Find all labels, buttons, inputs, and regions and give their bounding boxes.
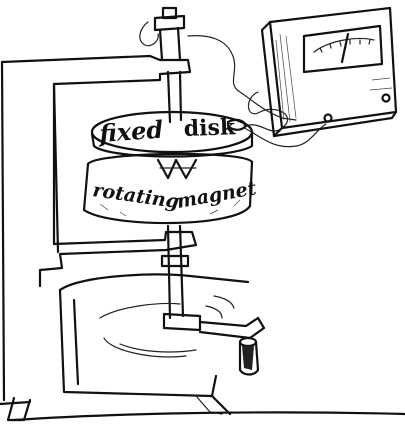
crank-handle-icon bbox=[164, 314, 264, 375]
rotating-magnet: rotating magnet bbox=[84, 154, 258, 223]
meter-icon bbox=[262, 8, 396, 136]
magnet-label: magnet bbox=[175, 177, 258, 213]
top-screw bbox=[140, 8, 184, 60]
rotation-lines bbox=[100, 296, 234, 357]
disk-label: disk bbox=[183, 114, 236, 142]
base-housing bbox=[14, 275, 405, 420]
rotating-label: rotating bbox=[91, 179, 180, 213]
fixed-label: fixed bbox=[96, 115, 164, 149]
upper-shaft bbox=[168, 72, 181, 122]
stand-frame bbox=[0, 56, 196, 420]
fixed-disk: fixed disk bbox=[92, 112, 252, 157]
